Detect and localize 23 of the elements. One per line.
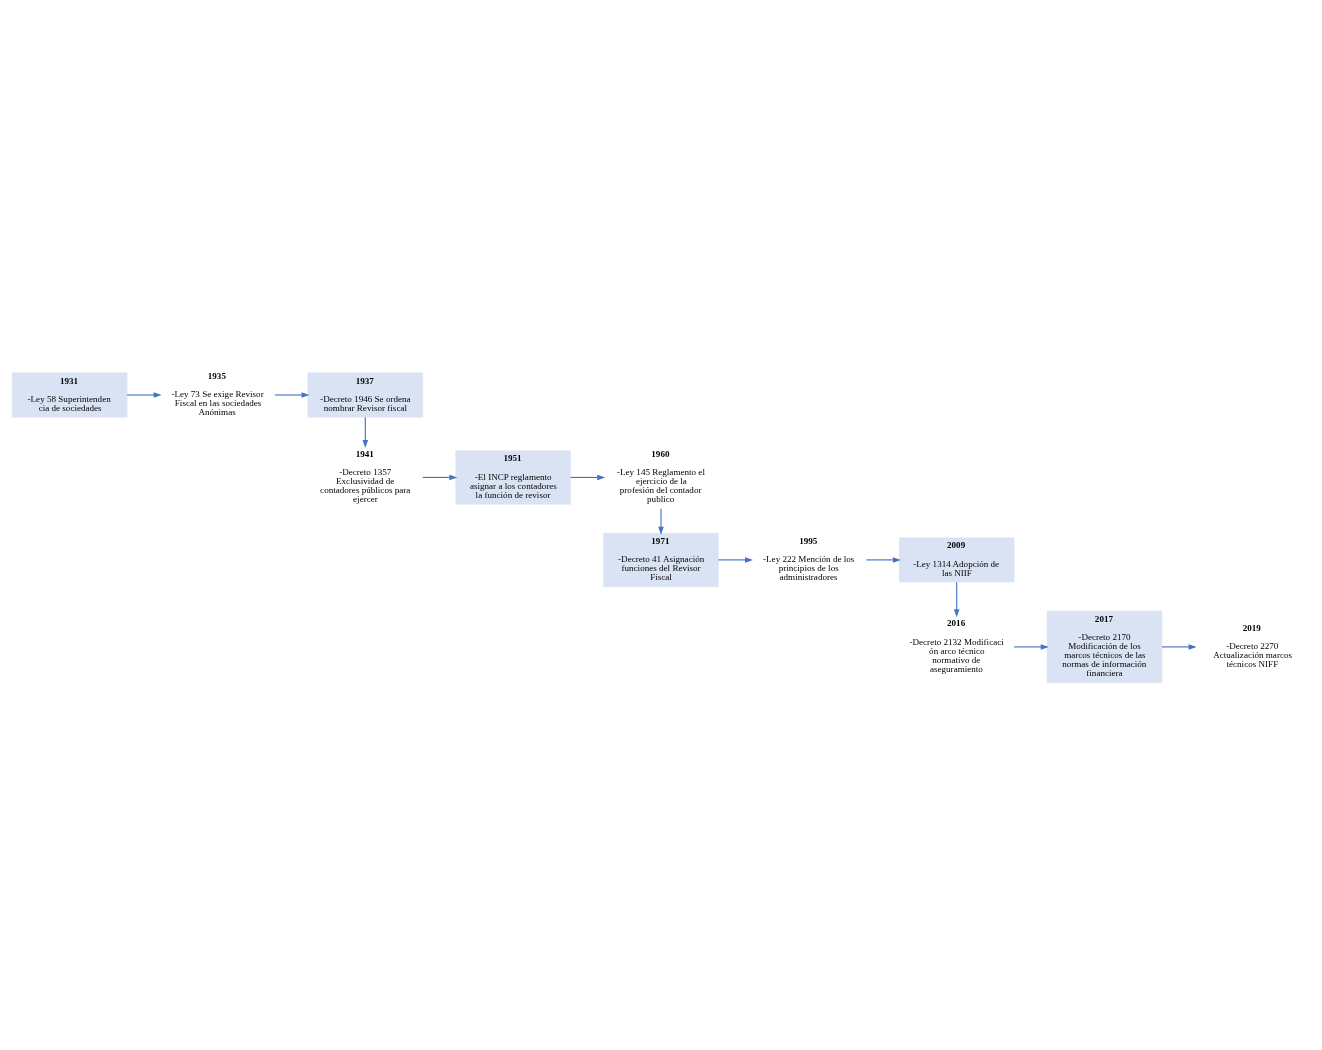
node-box: 1937 -Decreto 1946 Se ordena nombrar Revisor fiscal — [307, 372, 424, 417]
arrow — [570, 474, 606, 480]
arrow — [362, 416, 369, 448]
node-box: 1931 -Ley 58 Superintenden cia de sociedades — [11, 372, 128, 417]
node-text: 1935 -Ley 73 Se exige Revisor Fiscal en las sociedades Anónimas — [171, 370, 264, 417]
arrow — [274, 391, 310, 398]
arrow — [658, 507, 664, 535]
node-text: 1995 -Ley 222 Mención de los principios de los administradores — [763, 535, 855, 582]
arrow — [865, 556, 901, 563]
node-text: 1941 -Decreto 1357 Exclusividad de contadores públicos para ejercer — [320, 448, 411, 504]
node-text: 1960 -Ley 145 Reglamento el ejercicio de la profesión del contador publico — [616, 448, 705, 504]
arrow — [422, 474, 458, 480]
node-box: 1951 -El INCP reglamento asignar a los contadores la función de revisor — [455, 449, 571, 504]
node-box: 2017 -Decreto 2170 Modificación de los marcos técnicos de las normas de información financiera — [1046, 610, 1163, 683]
arrow — [953, 581, 960, 617]
arrow — [1013, 643, 1049, 650]
node-box: 2009 -Ley 1314 Adopción de las NIIF — [898, 536, 1015, 582]
node-text: 2016 -Decreto 2132 Modificaci ón arco técnico normativo de aseguramiento — [909, 617, 1004, 674]
arrow — [1161, 643, 1197, 650]
node-box: 1971 -Decreto 41 Asignación funciones del Revisor Fiscal — [603, 532, 719, 587]
node-text: 2019 -Decreto 2270 Actualización marcos técnicos NIFF — [1213, 622, 1293, 669]
arrow — [126, 391, 162, 398]
arrow — [717, 556, 754, 563]
